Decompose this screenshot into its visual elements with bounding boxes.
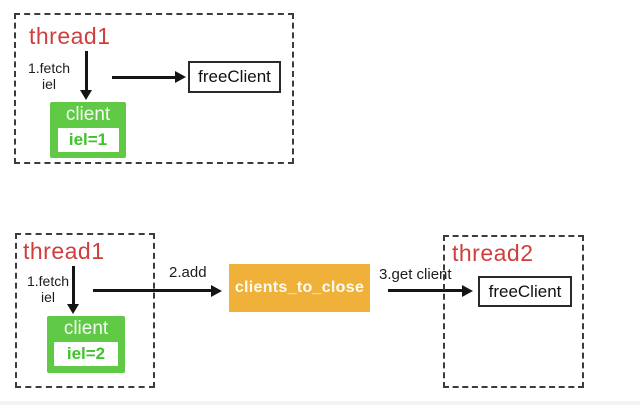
- add-arrow-head: [211, 285, 222, 297]
- thread2-container: [443, 235, 584, 388]
- right-arrow-head-top: [175, 71, 186, 83]
- client-box-top: client iel=1: [50, 102, 126, 158]
- down-arrow-line-bottom: [72, 266, 75, 306]
- thread1-bottom-label: thread1: [23, 238, 105, 264]
- down-arrow-line-top: [85, 51, 88, 92]
- free-client-label-bottom: freeClient: [488, 281, 562, 301]
- fetch-step-label-top: 1.fetch iel: [25, 60, 73, 92]
- client-title-bottom: client: [63, 318, 109, 339]
- client-title-top: client: [65, 104, 111, 125]
- client-value-top: iel=1: [57, 128, 119, 152]
- free-client-box-bottom: freeClient: [478, 276, 572, 307]
- add-arrow-line: [93, 289, 212, 292]
- get-arrow-label: 3.get client: [379, 266, 452, 283]
- clients-to-close-label: clients_to_close: [234, 279, 365, 296]
- client-value-bottom: iel=2: [54, 342, 118, 366]
- add-arrow-label: 2.add: [169, 264, 207, 281]
- fetch-step-line2: iel: [41, 76, 56, 92]
- bottom-divider: [0, 401, 640, 405]
- thread2-label: thread2: [452, 240, 534, 266]
- get-arrow-head: [462, 285, 473, 297]
- fetch-step-line1: 1.fetch: [26, 273, 70, 289]
- thread1-bottom-container: [15, 233, 155, 388]
- thread1-top-label: thread1: [29, 23, 111, 49]
- get-arrow-line: [388, 289, 463, 292]
- right-arrow-line-top: [112, 76, 176, 79]
- thread1-top-container: [14, 13, 294, 164]
- free-client-label-top: freeClient: [198, 67, 271, 86]
- down-arrow-head-top: [80, 90, 92, 100]
- fetch-step-line2: iel: [40, 289, 55, 305]
- fetch-step-line1: 1.fetch: [27, 60, 71, 76]
- down-arrow-head-bottom: [67, 304, 79, 314]
- client-box-bottom: client iel=2: [47, 316, 125, 373]
- free-client-box-top: freeClient: [188, 61, 281, 93]
- fetch-step-label-bottom: 1.fetch iel: [24, 273, 72, 305]
- clients-to-close-box: clients_to_close: [229, 264, 370, 312]
